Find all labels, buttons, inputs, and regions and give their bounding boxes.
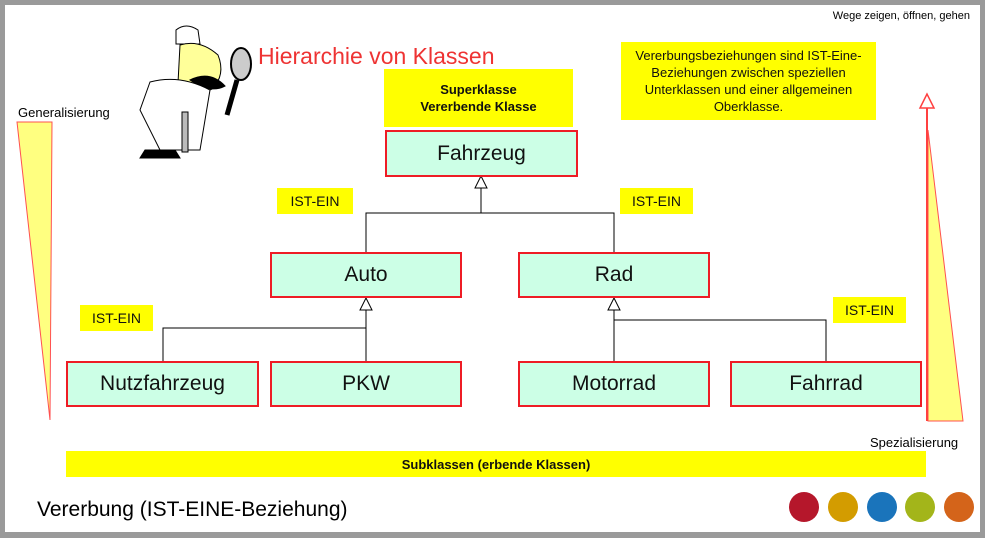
inherit-arrow-rad [607, 296, 621, 311]
class-nutzfahrzeug[interactable]: Nutzfahrzeug [66, 361, 259, 407]
diagram-lines [16, 25, 964, 422]
specialization-arrow-icon [918, 92, 936, 109]
inherit-arrow-auto [359, 296, 373, 311]
inherit-arrow-root [474, 174, 488, 189]
footer-title: Vererbung (IST-EINE-Beziehung) [37, 498, 348, 521]
nav-dot-orange[interactable] [944, 492, 974, 522]
class-pkw[interactable]: PKW [270, 361, 462, 407]
class-rad[interactable]: Rad [518, 252, 710, 298]
generalization-wedge [16, 121, 53, 421]
connector-root [365, 188, 615, 253]
class-fahrzeug[interactable]: Fahrzeug [385, 130, 578, 177]
relation-label: IST-EIN [277, 188, 353, 214]
detective-illustration-icon [139, 25, 252, 159]
connector-auto [162, 310, 367, 362]
superclass-note-line2: Vererbende Klasse [420, 99, 537, 114]
relation-label: IST-EIN [80, 305, 153, 331]
nav-dot-red[interactable] [789, 492, 819, 522]
class-motorrad[interactable]: Motorrad [518, 361, 710, 407]
nav-link[interactable]: Wege zeigen, öffnen, gehen [832, 10, 970, 22]
generalization-label: Generalisierung [18, 105, 110, 120]
specialization-wedge [927, 129, 964, 422]
nav-dot-orange-yellow[interactable] [828, 492, 858, 522]
specialization-label: Spezialisierung [870, 435, 959, 450]
relation-label: IST-EIN [833, 297, 906, 323]
class-auto[interactable]: Auto [270, 252, 462, 298]
slide: Wege zeigen, öffnen, gehen Hierarchie vo… [5, 5, 980, 532]
connector-rad [613, 310, 827, 362]
superclass-note-line1: Superklasse [440, 82, 517, 97]
superclass-note: Superklasse Vererbende Klasse [384, 69, 573, 127]
nav-dot-blue[interactable] [867, 492, 897, 522]
nav-dot-green[interactable] [905, 492, 935, 522]
page-title: Hierarchie von Klassen [258, 43, 495, 69]
class-fahrrad[interactable]: Fahrrad [730, 361, 922, 407]
subclass-bar: Subklassen (erbende Klassen) [66, 451, 926, 477]
info-note: Vererbungsbeziehungen sind IST-Eine-Bezi… [621, 42, 876, 120]
relation-label: IST-EIN [620, 188, 693, 214]
